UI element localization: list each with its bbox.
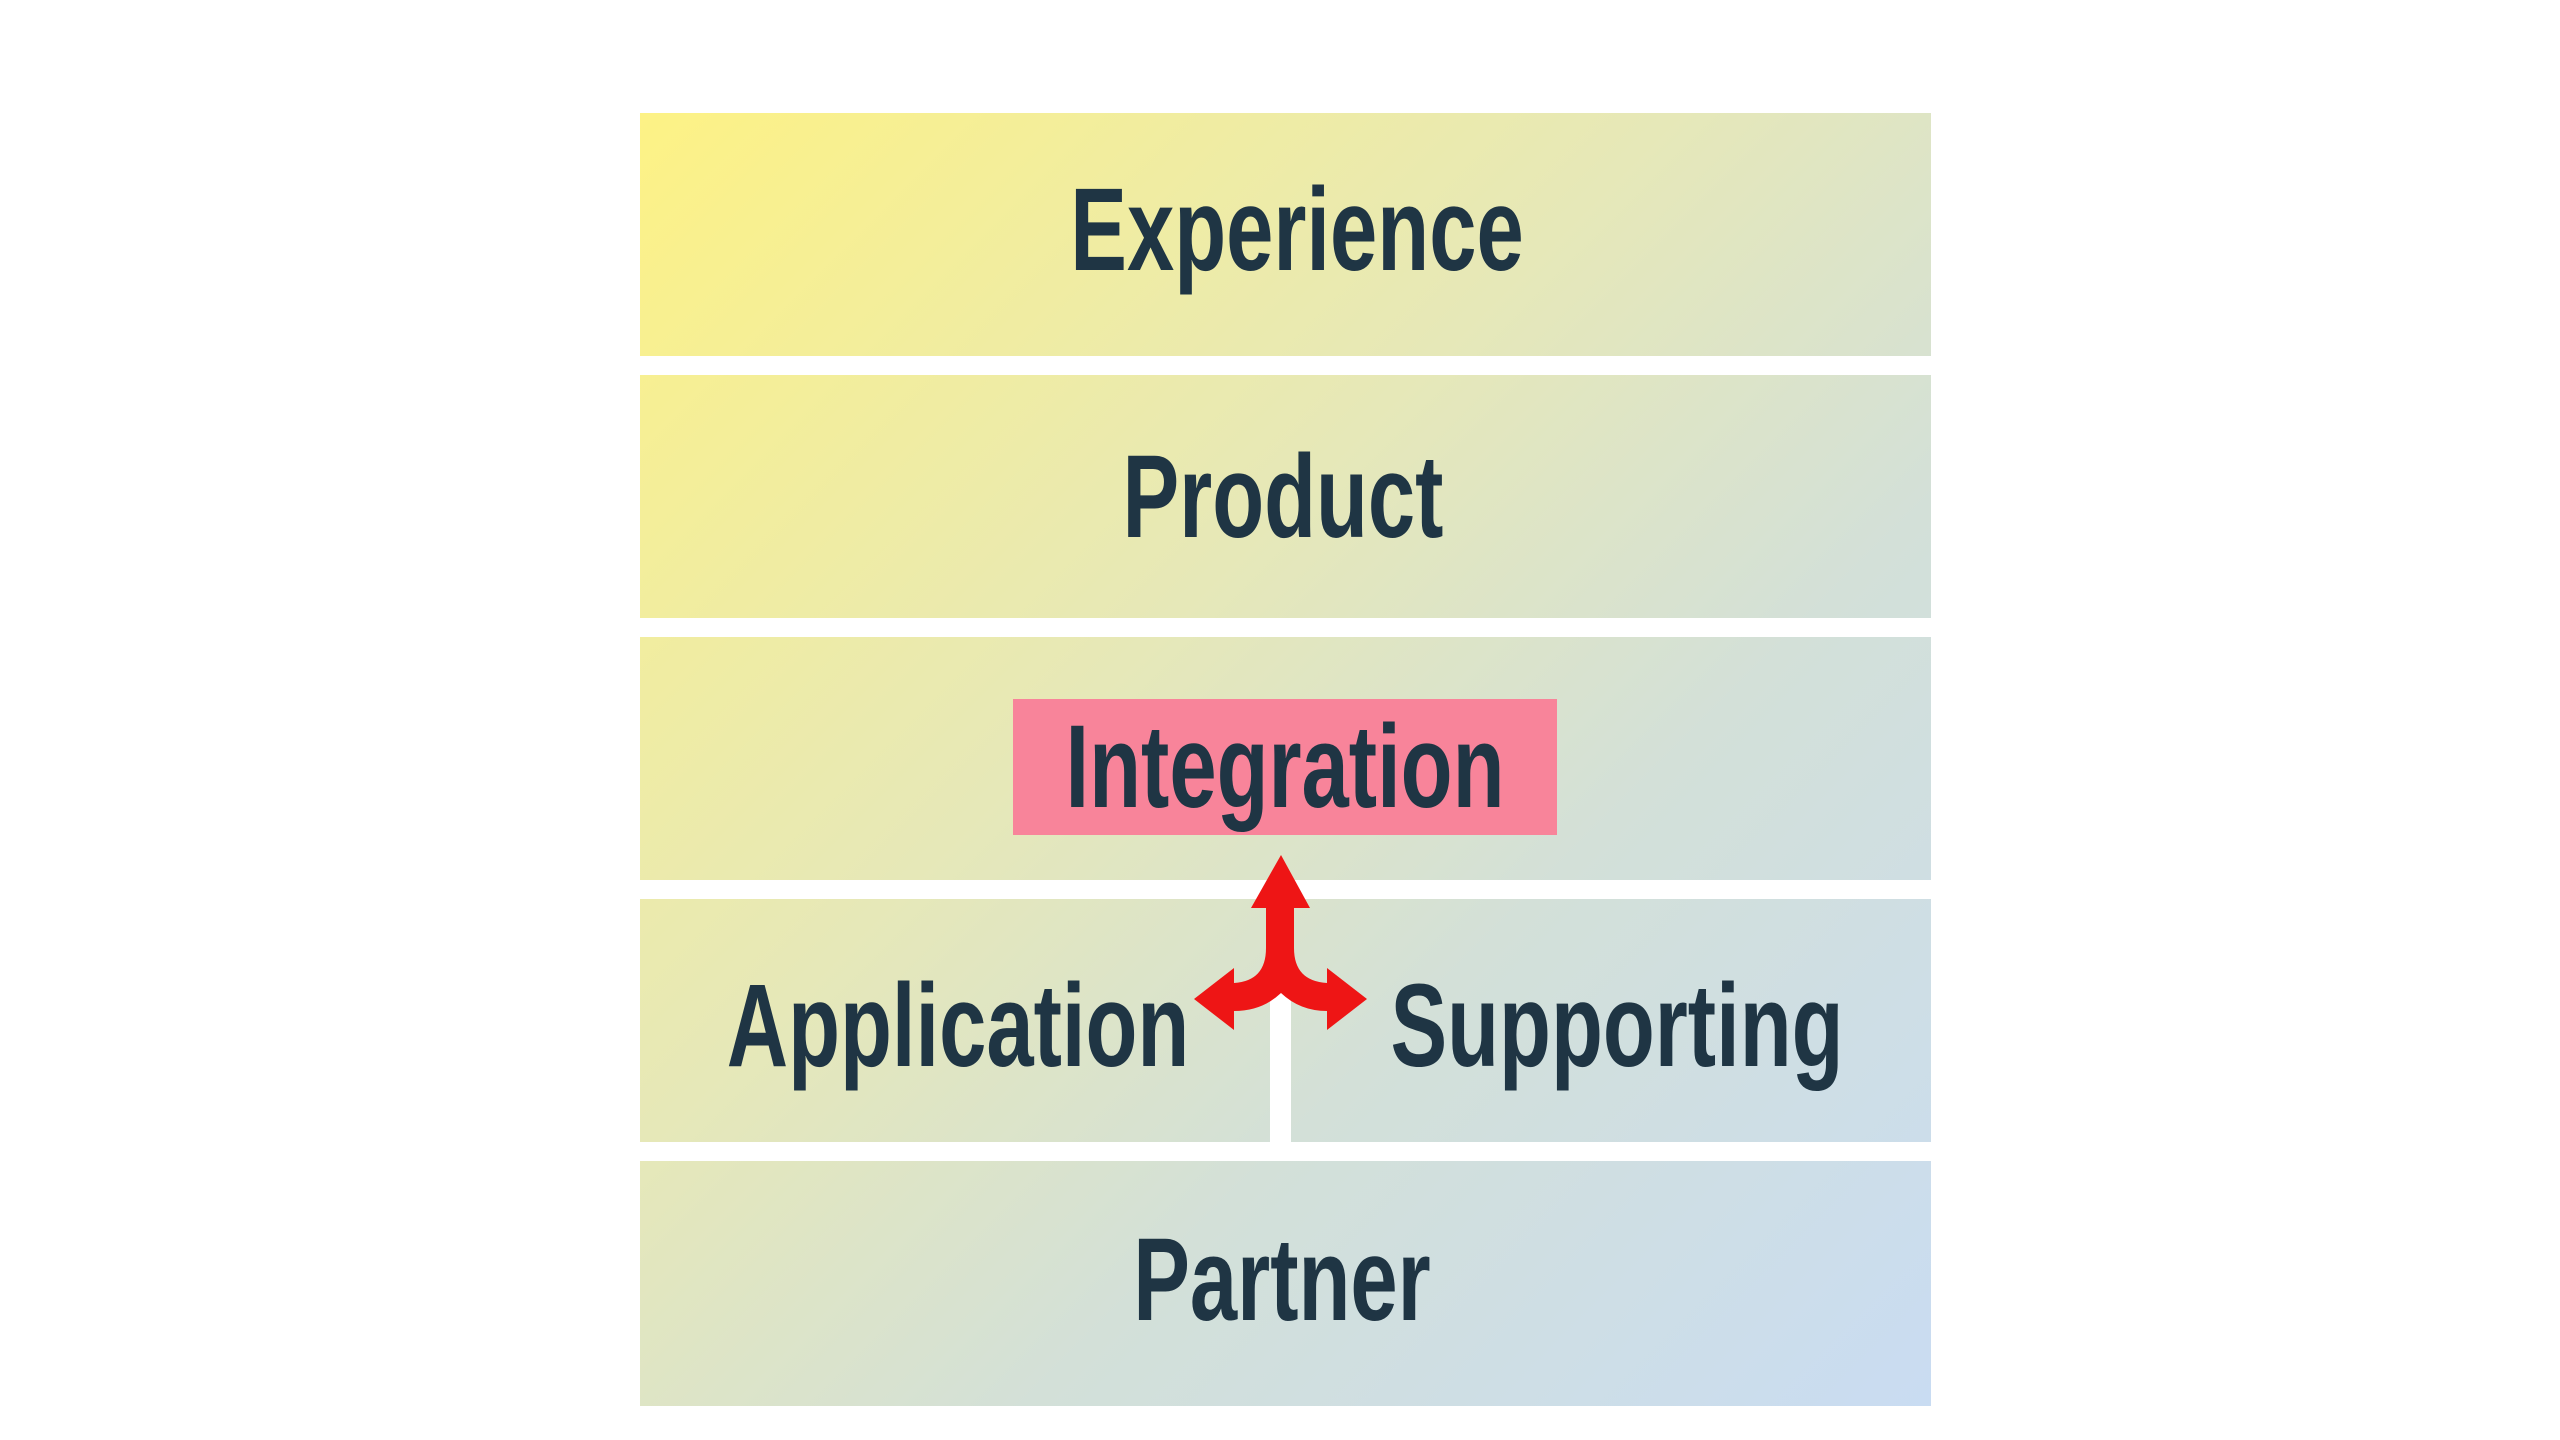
divider bbox=[640, 618, 1931, 637]
layer-supporting: Supporting bbox=[1390, 960, 1844, 1092]
layer-diagram: Experience Product Integration Applicati… bbox=[640, 113, 1931, 1406]
layer-application: Application bbox=[726, 960, 1190, 1092]
divider bbox=[640, 356, 1931, 375]
layer-product: Product bbox=[1122, 431, 1444, 563]
layer-experience: Experience bbox=[1070, 164, 1524, 296]
integration-highlight bbox=[1013, 699, 1557, 835]
layer-partner: Partner bbox=[1133, 1214, 1431, 1346]
layer-integration: Integration bbox=[1065, 701, 1505, 833]
divider bbox=[640, 1142, 1931, 1161]
three-way-arrow-icon bbox=[1194, 855, 1367, 1035]
